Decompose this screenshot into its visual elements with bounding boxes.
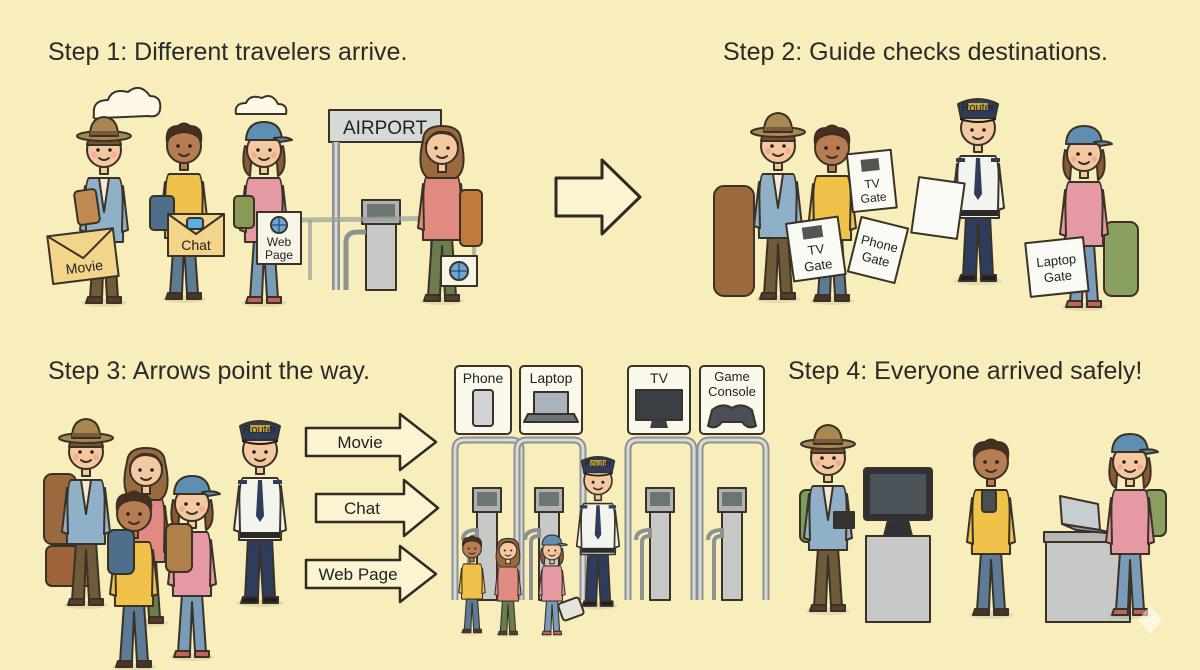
clapperboard-icon: [833, 511, 855, 529]
step2-panel: Router TV Gate TV Gate Phone Gate Laptop…: [713, 98, 1139, 312]
svg-text:Game: Game: [714, 369, 749, 384]
card-tv-gate-1: TV Gate: [845, 148, 898, 214]
tv-icon: [860, 158, 880, 172]
svg-text:Page: Page: [265, 248, 293, 262]
card-tv-gate-2: TV Gate: [785, 215, 847, 283]
traveler-small-3: [538, 534, 568, 638]
svg-text:Web Page: Web Page: [318, 565, 397, 584]
flow-arrow-icon: [554, 158, 642, 236]
router-cap-label: Router: [584, 459, 611, 469]
traveler-curly: [109, 490, 159, 670]
step2-title: Step 2: Guide checks destinations.: [723, 38, 1108, 66]
gate-game-console: [700, 440, 766, 600]
laptop-icon: [533, 391, 569, 415]
step3-panel: Router Movie Chat Web Page Phone Laptop: [43, 365, 766, 670]
router-cap-label: Router: [961, 102, 994, 114]
traveler-small-2: [494, 537, 522, 638]
router-guide-small: Router: [575, 456, 621, 611]
svg-text:Gate: Gate: [803, 256, 833, 275]
tv-icon: [801, 224, 824, 240]
packet-web: Web Page: [256, 211, 302, 265]
airport-gate: AIRPORT: [299, 109, 476, 291]
step4-panel: [799, 424, 1167, 634]
packet-chat: Chat: [167, 213, 225, 257]
tv-icon: [635, 389, 683, 421]
gate-sign-tv: TV: [627, 365, 691, 435]
svg-text:Phone: Phone: [463, 370, 504, 386]
arrow-movie: Movie: [304, 412, 438, 472]
step4-title: Step 4: Everyone arrived safely!: [788, 357, 1143, 385]
svg-text:Gate: Gate: [1043, 268, 1073, 286]
gate-sign-game-console: Game Console: [699, 365, 765, 435]
gate-tv: [628, 440, 694, 600]
step1-panel: AIRPORT Movie Chat: [46, 86, 483, 308]
gate-sign-laptop: Laptop: [519, 365, 583, 435]
phone-icon: [472, 389, 494, 427]
packet-movie: Movie: [46, 227, 120, 285]
svg-text:Chat: Chat: [181, 237, 211, 253]
svg-text:Laptop: Laptop: [530, 370, 573, 386]
chat-bubble-icon: [186, 217, 204, 230]
phone-icon: [981, 489, 997, 513]
svg-text:Chat: Chat: [344, 499, 380, 518]
svg-text:TV: TV: [650, 370, 669, 386]
gamepad-icon: [707, 404, 757, 429]
airport-sign: AIRPORT: [343, 118, 428, 139]
svg-text:Gate: Gate: [860, 249, 891, 270]
svg-text:TV: TV: [807, 241, 826, 258]
router-guide: [233, 420, 287, 608]
svg-text:TV: TV: [864, 176, 881, 192]
router-cap-label: Router: [243, 424, 276, 436]
tv-station: [863, 467, 933, 623]
svg-text:Console: Console: [708, 384, 756, 399]
traveler-small-1: [458, 535, 486, 636]
gate-sign-phone: Phone: [454, 365, 512, 435]
svg-text:Movie: Movie: [65, 257, 104, 277]
card-phone-gate: Phone Gate: [846, 216, 910, 284]
svg-text:Movie: Movie: [337, 433, 382, 452]
traveler-curly: [966, 438, 1016, 620]
card-laptop-gate: Laptop Gate: [1024, 236, 1090, 298]
svg-text:Laptop: Laptop: [1036, 251, 1077, 270]
clipboard: [910, 176, 966, 240]
step3-title: Step 3: Arrows point the way.: [48, 357, 370, 385]
svg-text:Web: Web: [267, 235, 292, 249]
cloud-icon: [92, 86, 162, 120]
step1-title: Step 1: Different travelers arrive.: [48, 38, 408, 66]
cloud-icon: [234, 95, 288, 115]
arrow-chat: Chat: [314, 478, 440, 538]
svg-text:Gate: Gate: [860, 189, 888, 206]
sparkle-icon: [1138, 606, 1162, 634]
packet-arrived: [440, 255, 478, 287]
arrow-web-page: Web Page: [304, 544, 438, 604]
